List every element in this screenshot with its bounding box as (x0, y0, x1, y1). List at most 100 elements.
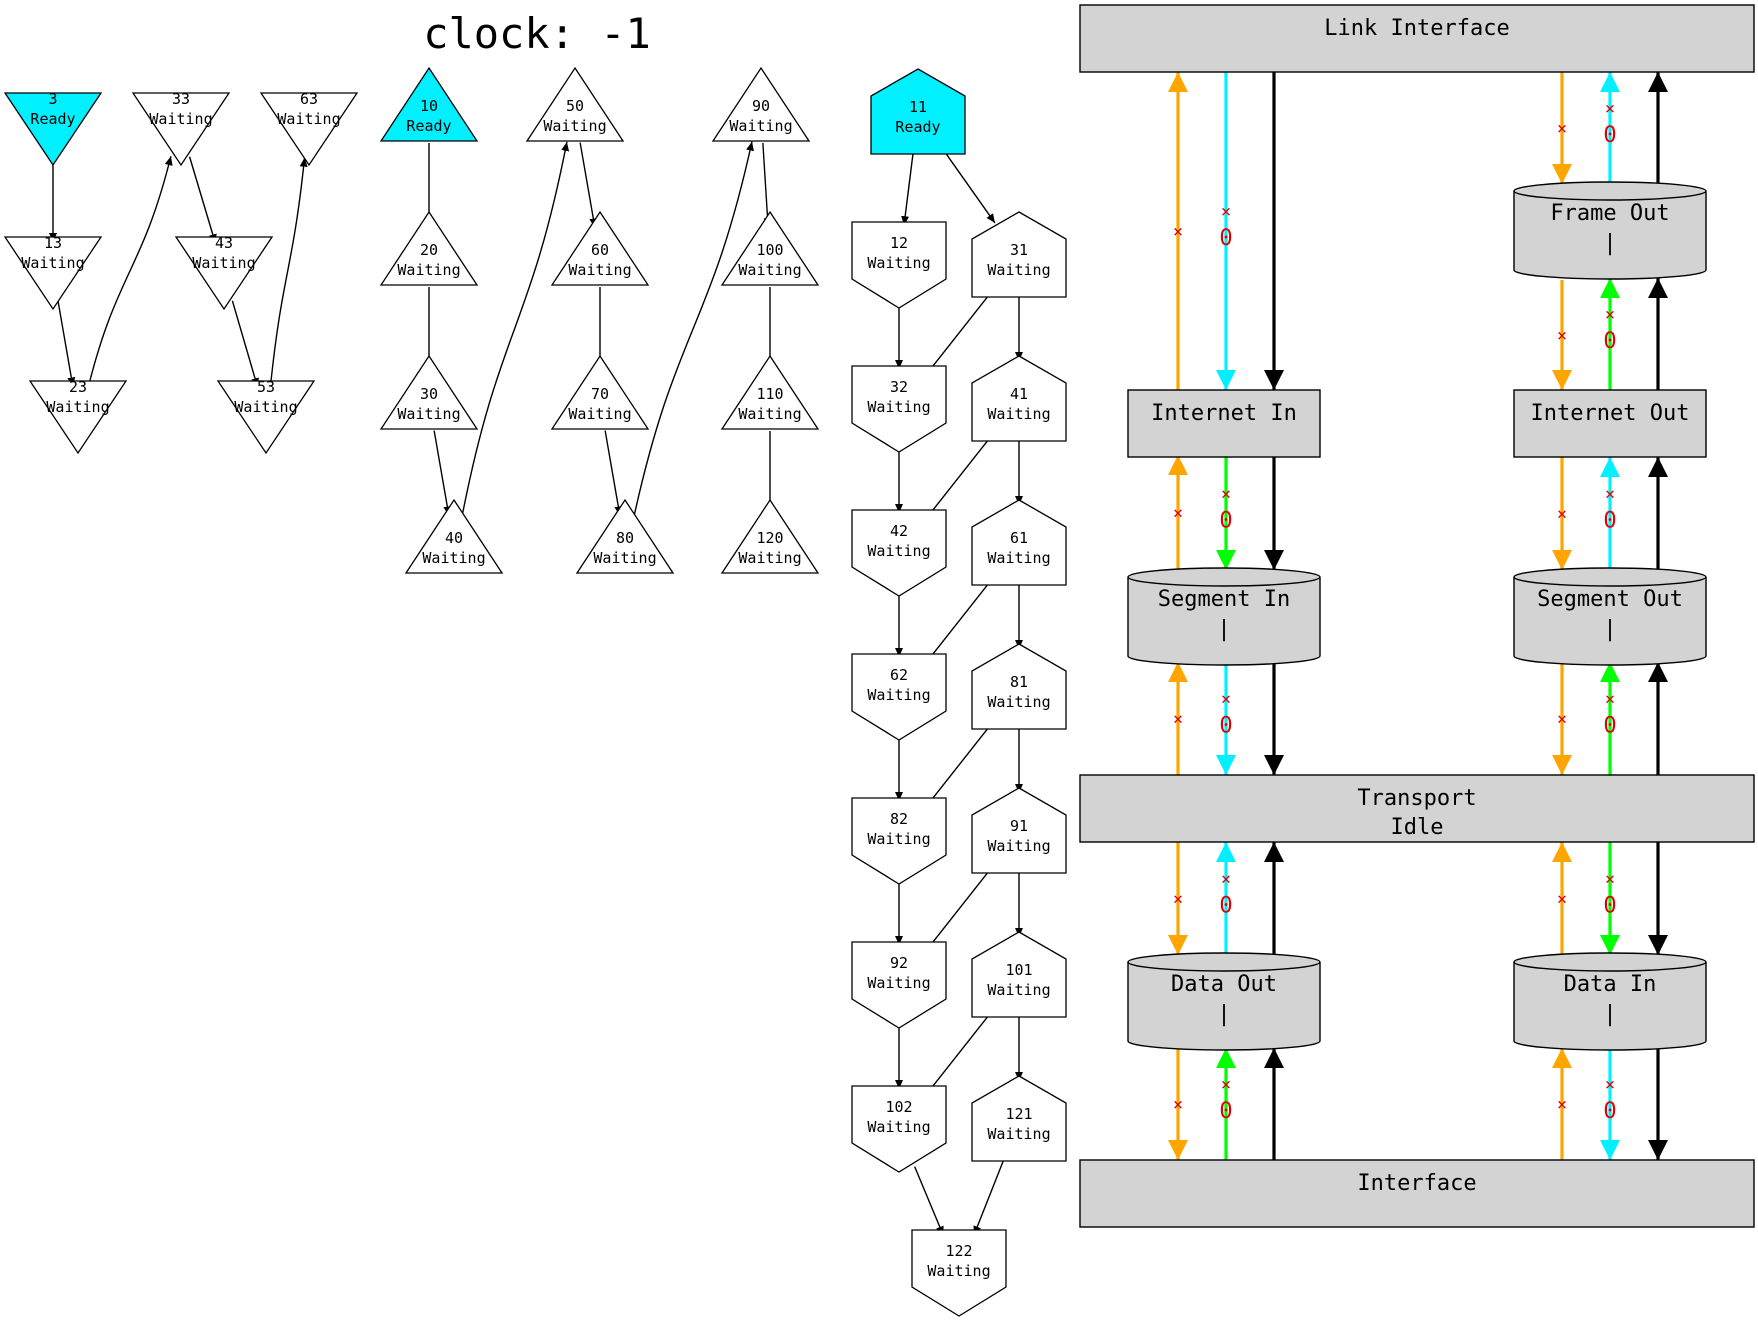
node-id: 13 (44, 234, 62, 252)
queue-label: Data In (1564, 972, 1657, 997)
node-status: Waiting (397, 261, 460, 279)
node-shape (851, 365, 947, 453)
node-id: 82 (890, 810, 908, 828)
node-status: Waiting (867, 686, 930, 704)
queue-label: Segment Out (1537, 587, 1683, 612)
node-shape (720, 354, 820, 430)
node-shape (575, 498, 675, 574)
graph-edge-11-31 (941, 147, 996, 224)
graph-edge-31-32 (924, 289, 994, 377)
box-label: Link Interface (1324, 16, 1509, 41)
node-status: Waiting (867, 398, 930, 416)
edge-zero-mark: 0 (1603, 714, 1616, 739)
node-id: 91 (1010, 817, 1028, 835)
node-id: 90 (752, 97, 770, 115)
edge-cross-mark: × (1173, 504, 1183, 524)
edge-zero-mark: 0 (1219, 894, 1232, 919)
node-id: 110 (756, 385, 783, 403)
graph-edges (49, 141, 1023, 1236)
node-id: 30 (420, 385, 438, 403)
edge-zero-mark: 0 (1219, 509, 1232, 534)
node-status: Waiting (21, 254, 84, 272)
box-label: Transport (1357, 786, 1476, 811)
node-id: 20 (420, 241, 438, 259)
graph-edge-43-53 (231, 300, 259, 388)
queue-label: Data Out (1171, 972, 1277, 997)
node-id: 61 (1010, 529, 1028, 547)
node-status: Waiting (987, 1125, 1050, 1143)
node-status: Waiting (987, 981, 1050, 999)
arrow-transport-to-data-out: × (1168, 842, 1188, 955)
box-label: Interface (1357, 1171, 1476, 1196)
node-status: Waiting (568, 261, 631, 279)
arrow-transport-to-segment-in: × (1168, 662, 1188, 775)
node-shape (971, 355, 1067, 442)
stack-box-internet-in: Internet In (1127, 389, 1321, 458)
queue-status: | (1603, 1002, 1616, 1027)
edge-cross-mark: × (1173, 1095, 1183, 1115)
edge-cross-mark: × (1173, 710, 1183, 730)
arrow-segment-in-to-internet-in: × (1168, 455, 1188, 570)
stack-box-link-interface: Link Interface (1079, 4, 1755, 73)
edge-cross-mark: × (1605, 870, 1615, 890)
node-shape (259, 92, 359, 167)
graph-edge-33-43 (188, 156, 217, 244)
box-status: Idle (1391, 815, 1444, 840)
graph-edge-101-102 (924, 1009, 994, 1097)
node-id: 32 (890, 378, 908, 396)
node-shape (28, 380, 128, 455)
node-shape (851, 941, 947, 1029)
node-shape (711, 66, 811, 142)
node-shape (379, 66, 479, 142)
stack-queue-frame-out: Frame Out| (1513, 181, 1707, 280)
arrow-internet-in-to-segment-in: ×0 (1216, 457, 1236, 570)
node-id: 120 (756, 529, 783, 547)
graph-edge-102-122 (914, 1166, 944, 1236)
node-shape (720, 498, 820, 574)
edge-cross-mark: × (1605, 305, 1615, 325)
graph-edge-121-122 (973, 1158, 1005, 1236)
node-shape (720, 210, 820, 286)
node-id: 122 (945, 1242, 972, 1260)
edge-cross-mark: × (1221, 690, 1231, 710)
edge-cross-mark: × (1605, 690, 1615, 710)
graph-edge-23-33 (87, 156, 173, 388)
node-id: 12 (890, 234, 908, 252)
node-shape (379, 354, 479, 430)
node-shape (911, 1229, 1007, 1317)
queue-status: | (1217, 617, 1230, 642)
node-shape (550, 210, 650, 286)
arrow-transport-to-segment-out: ×0 (1600, 662, 1620, 775)
node-id: 62 (890, 666, 908, 684)
edge-zero-mark: 0 (1603, 1099, 1616, 1124)
graph-edge-53-63 (269, 157, 308, 387)
arrow-frame-out-to-internet-out: × (1552, 280, 1572, 390)
node-shape (851, 797, 947, 885)
edge-cross-mark: × (1557, 326, 1567, 346)
edge-zero-mark: 0 (1603, 329, 1616, 354)
edge-cross-mark: × (1221, 202, 1231, 222)
node-id: 33 (172, 90, 190, 108)
arrow-link-to-frame-out: × (1552, 72, 1572, 184)
edge-zero-mark: 0 (1219, 714, 1232, 739)
node-id: 53 (257, 378, 275, 396)
node-status: Waiting (987, 261, 1050, 279)
edge-cross-mark: × (1557, 119, 1567, 139)
arrow-segment-in-to-transport: ×0 (1216, 662, 1236, 775)
node-id: 3 (48, 90, 57, 108)
